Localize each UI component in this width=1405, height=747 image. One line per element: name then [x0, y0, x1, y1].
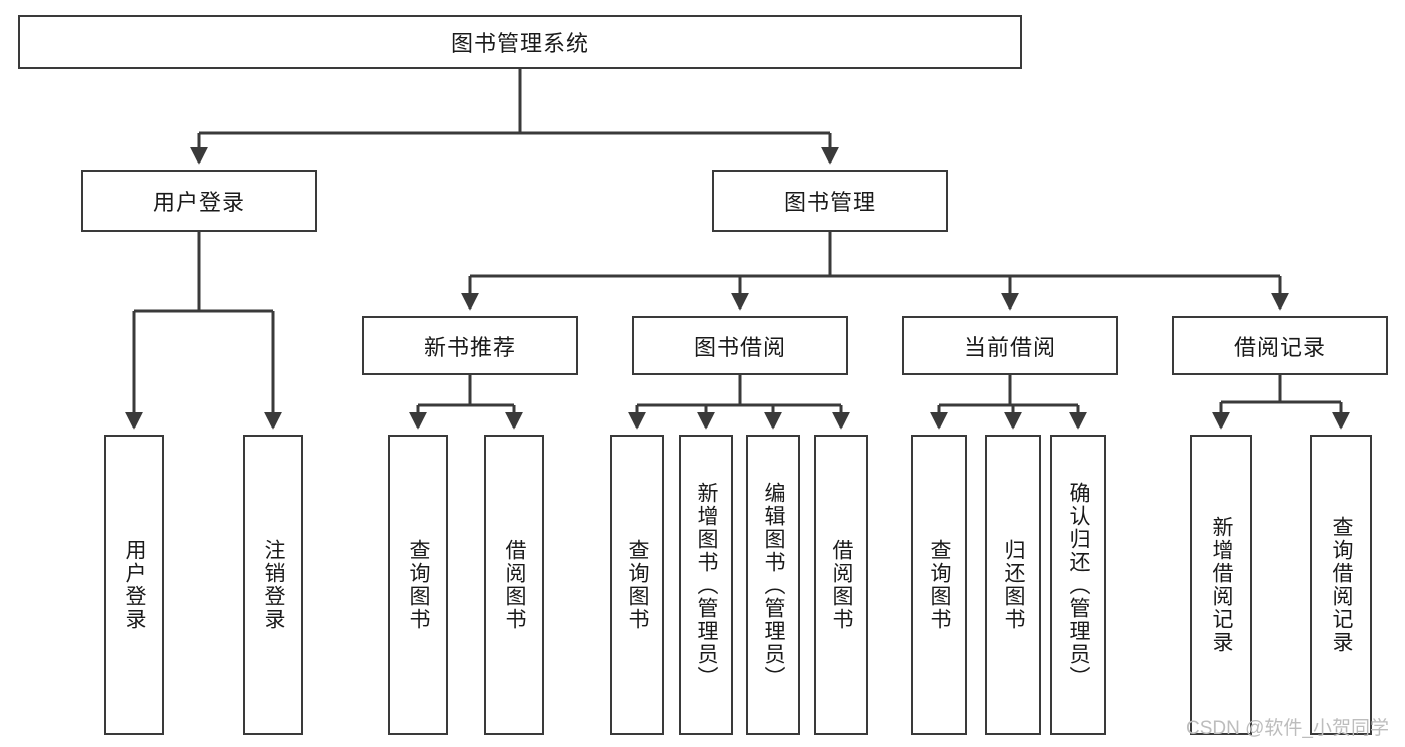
node-root-label: 图书管理系统 [450, 31, 589, 56]
node-new-book-recommend[interactable]: 新书推荐 [362, 316, 578, 375]
leaf-borrow-add-book-label: 新增图书（管理员） [695, 481, 719, 689]
leaf-current-return-book-label: 归还图书 [1002, 539, 1026, 631]
leaf-current-confirm-return[interactable]: 确认归还（管理员） [1050, 435, 1106, 735]
node-current-borrow-label: 当前借阅 [963, 334, 1056, 360]
leaf-user-logout[interactable]: 注销登录 [243, 435, 303, 735]
leaf-record-query[interactable]: 查询借阅记录 [1310, 435, 1372, 735]
leaf-borrow-query-book[interactable]: 查询图书 [610, 435, 664, 735]
leaf-new-borrow-book-label: 借阅图书 [503, 539, 527, 631]
node-root[interactable]: 图书管理系统 [18, 15, 1022, 69]
node-new-book-recommend-label: 新书推荐 [423, 334, 516, 360]
node-book-borrow-label: 图书借阅 [693, 334, 786, 360]
node-book-borrow[interactable]: 图书借阅 [632, 316, 848, 375]
leaf-borrow-query-book-label: 查询图书 [626, 539, 650, 631]
leaf-borrow-edit-book-label: 编辑图书（管理员） [762, 481, 786, 689]
leaf-new-query-book[interactable]: 查询图书 [388, 435, 448, 735]
leaf-record-add[interactable]: 新增借阅记录 [1190, 435, 1252, 735]
node-borrow-record-label: 借阅记录 [1233, 334, 1326, 360]
node-borrow-record[interactable]: 借阅记录 [1172, 316, 1388, 375]
node-user-login[interactable]: 用户登录 [81, 170, 317, 232]
node-current-borrow[interactable]: 当前借阅 [902, 316, 1118, 375]
leaf-user-login[interactable]: 用户登录 [104, 435, 164, 735]
leaf-user-logout-label: 注销登录 [262, 539, 286, 631]
leaf-current-query-book[interactable]: 查询图书 [911, 435, 967, 735]
leaf-current-confirm-return-label: 确认归还（管理员） [1067, 481, 1091, 689]
watermark: CSDN @软件_小贺同学 [1186, 718, 1389, 739]
leaf-record-query-label: 查询借阅记录 [1330, 516, 1354, 654]
leaf-new-query-book-label: 查询图书 [407, 539, 431, 631]
node-book-management[interactable]: 图书管理 [712, 170, 948, 232]
node-user-login-label: 用户登录 [152, 190, 245, 215]
leaf-borrow-take-book-label: 借阅图书 [830, 539, 854, 631]
leaf-borrow-take-book[interactable]: 借阅图书 [814, 435, 868, 735]
leaf-user-login-label: 用户登录 [123, 539, 147, 631]
node-book-management-label: 图书管理 [783, 190, 876, 215]
leaf-borrow-add-book[interactable]: 新增图书（管理员） [679, 435, 733, 735]
leaf-new-borrow-book[interactable]: 借阅图书 [484, 435, 544, 735]
leaf-current-query-book-label: 查询图书 [928, 539, 952, 631]
leaf-record-add-label: 新增借阅记录 [1210, 516, 1234, 654]
leaf-borrow-edit-book[interactable]: 编辑图书（管理员） [746, 435, 800, 735]
leaf-current-return-book[interactable]: 归还图书 [985, 435, 1041, 735]
